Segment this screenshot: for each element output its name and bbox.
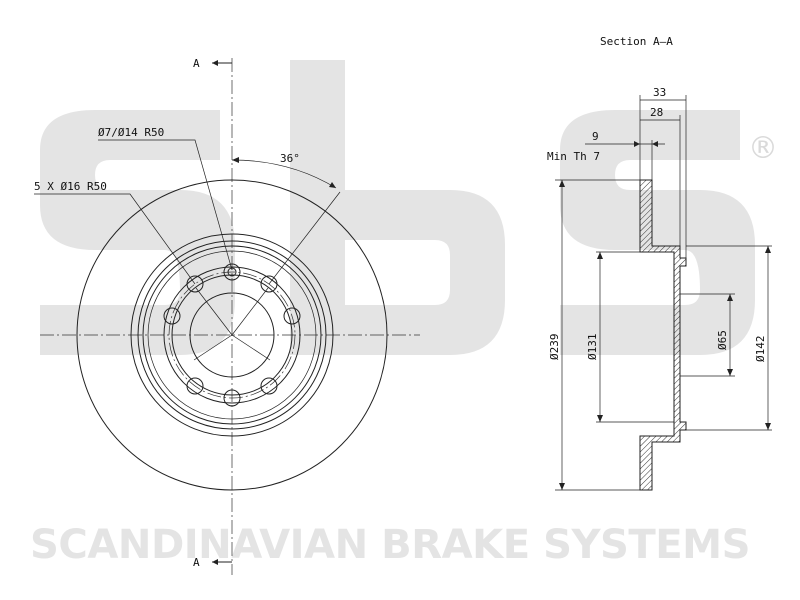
section-view: Section A–A 33 28 9 Min Th 7 Ø239 Ø131: [547, 35, 772, 491]
min-thickness-value: 9: [592, 130, 599, 143]
diameter-outer-label: Ø239: [548, 334, 561, 361]
center-bore: [189, 292, 275, 378]
stud-hole: [186, 377, 204, 395]
registered-mark: ®: [748, 131, 778, 166]
front-view: A A: [34, 57, 420, 575]
min-thickness-label: Min Th 7: [547, 150, 600, 163]
stud-hole: [163, 307, 181, 325]
overall-width-label: 33: [653, 86, 666, 99]
stud-holes: [163, 263, 301, 407]
angle-label: 36°: [280, 152, 300, 165]
stud-hole-leader: [34, 193, 196, 285]
inner-width-label: 28: [650, 106, 663, 119]
stud-hole: [260, 275, 278, 293]
diameter-hat-outer-label: Ø142: [754, 336, 767, 363]
brand-watermark-text: SCANDINAVIAN BRAKE SYSTEMS: [30, 522, 750, 568]
bolt-hole: [223, 263, 241, 281]
stud-hole: [260, 377, 278, 395]
bolt-hole-leader: [98, 139, 233, 271]
section-mark-bottom: A: [193, 556, 200, 569]
stud-hole: [223, 389, 241, 407]
hat-outer-ring: [130, 233, 334, 437]
stud-holes-label: 5 X Ø16 R50: [34, 180, 107, 193]
hat-inner-ring: [163, 266, 301, 404]
bolt-hole-label: Ø7/Ø14 R50: [98, 126, 164, 139]
disc-outer-edge: [76, 179, 388, 491]
diameter-hat-label: Ø131: [586, 334, 599, 361]
section-mark-top: A: [193, 57, 200, 70]
stud-hole: [283, 307, 301, 325]
bolt-circle: [168, 271, 296, 399]
diameter-center-label: Ø65: [716, 330, 729, 350]
stud-hole: [186, 275, 204, 293]
section-title: Section A–A: [600, 35, 673, 48]
